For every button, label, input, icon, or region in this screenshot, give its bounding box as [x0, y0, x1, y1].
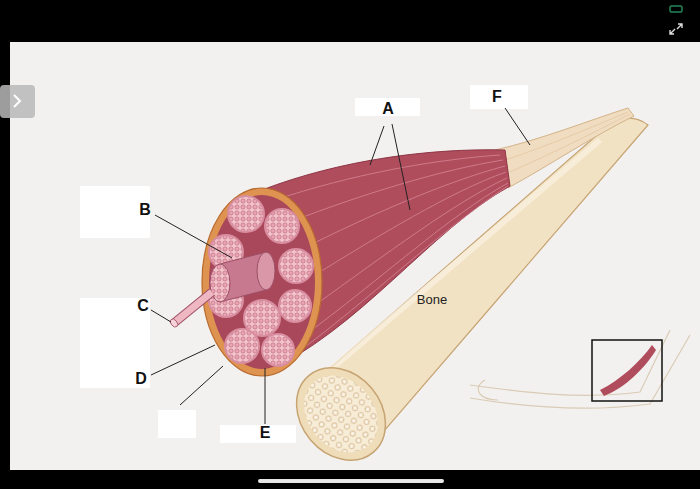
expand-icon [670, 24, 682, 34]
leader-lines [151, 108, 530, 424]
bone-end [278, 350, 404, 478]
answer-boxes [80, 85, 528, 443]
perimysium [209, 195, 315, 369]
callout-letter: F [492, 89, 502, 105]
battery-icon [670, 6, 682, 12]
fiber-outline [174, 292, 212, 323]
spongy-bone [289, 361, 394, 468]
fascicles [209, 196, 313, 366]
epimysium [202, 188, 322, 376]
callout-letter: A [382, 101, 394, 117]
fascicle-far-end [257, 252, 275, 290]
inset-frame [592, 340, 662, 401]
arm-sketch [470, 330, 690, 408]
callout-letter: E [260, 425, 271, 441]
home-indicator [258, 479, 444, 483]
fiber-end [169, 318, 179, 329]
muscle-fiber [174, 292, 212, 323]
callout-letter: D [135, 371, 147, 387]
nav-button [0, 85, 35, 118]
chevron-icon [14, 95, 20, 107]
tendon-fibers [505, 112, 630, 172]
tendon [495, 108, 634, 188]
callout-letter: C [137, 298, 149, 314]
callout-letter: B [139, 202, 151, 218]
part-name: Bone [417, 293, 447, 306]
inset-muscle [600, 345, 656, 396]
page-ground [10, 42, 700, 470]
